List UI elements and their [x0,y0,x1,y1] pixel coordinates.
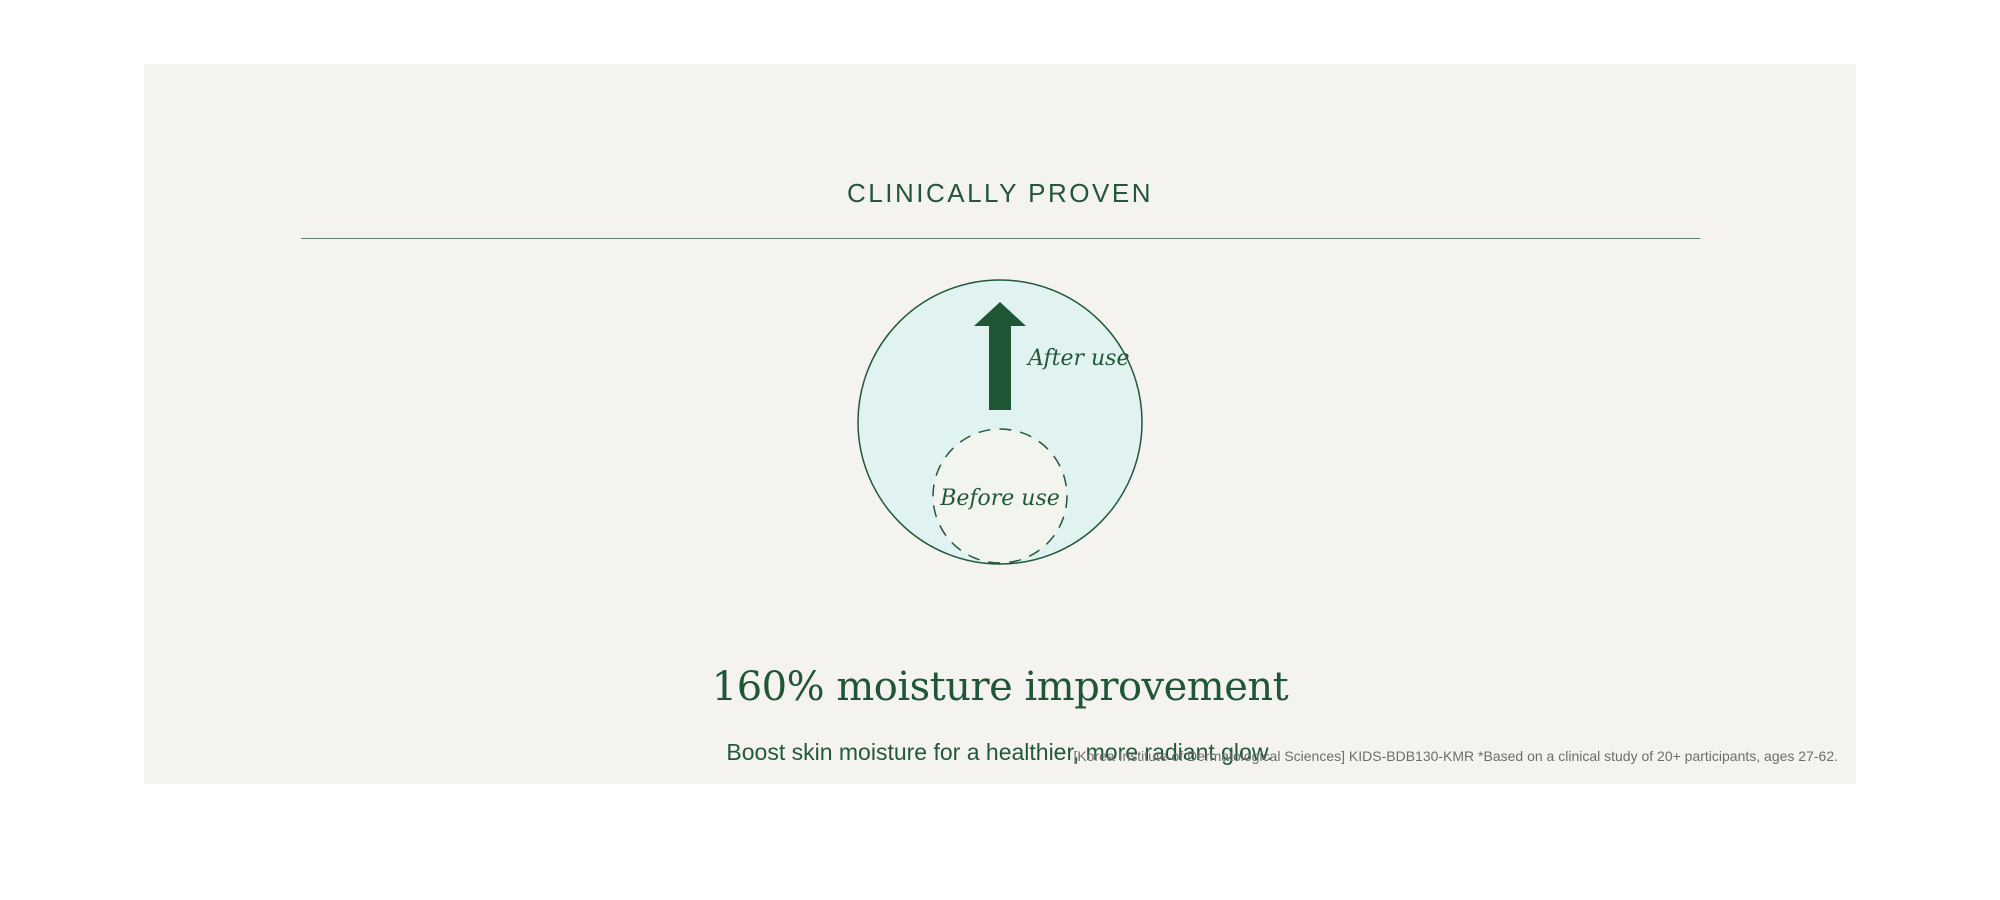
clinical-proof-panel: CLINICALLY PROVEN After use Before use 1… [144,64,1856,784]
before-use-circle [932,428,1068,564]
divider [301,238,1700,239]
subheadline: Boost skin moisture for a healthier, mor… [726,739,1274,765]
after-use-circle [857,279,1143,565]
arrow-up-icon [974,302,1026,410]
after-use-label: After use [1026,346,1130,371]
before-use-label: Before use [939,486,1060,511]
before-after-diagram: After use Before use [857,279,1143,565]
section-title: CLINICALLY PROVEN [847,178,1153,208]
footnote: [Korea Institute of Dermatological Scien… [1073,748,1838,764]
headline: 160% moisture improvement [711,664,1289,710]
